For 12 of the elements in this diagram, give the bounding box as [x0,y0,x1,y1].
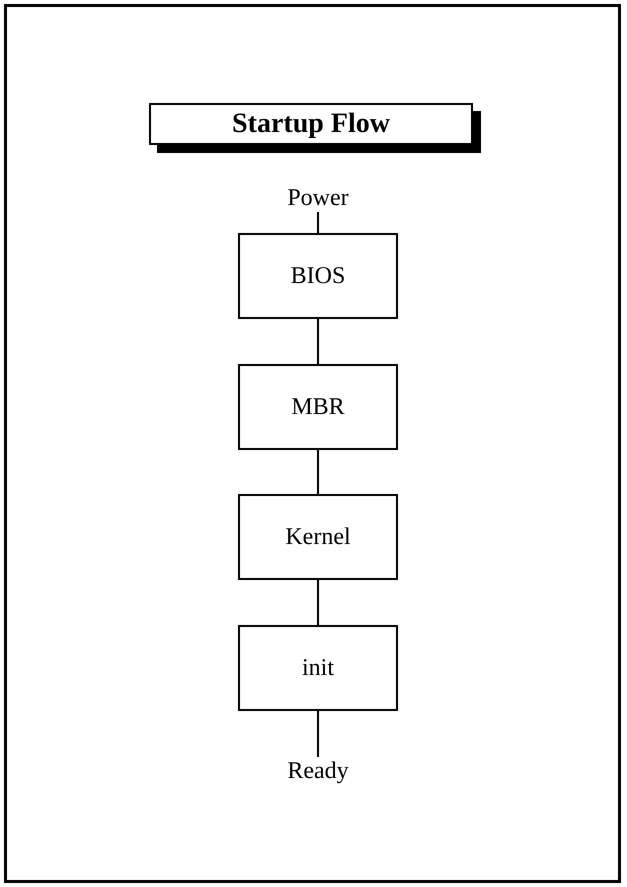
process-box: MBR [238,364,398,450]
connector-line [317,319,319,364]
process-box: BIOS [238,233,398,319]
connector-line [317,711,319,757]
connector-line [317,580,319,625]
title: Startup Flow [149,103,473,145]
terminal-label: Ready [268,757,368,785]
terminal-label: Power [268,184,368,212]
connector-line [317,450,319,494]
connector-line [317,212,319,233]
process-box: Kernel [238,494,398,580]
process-box: init [238,625,398,711]
